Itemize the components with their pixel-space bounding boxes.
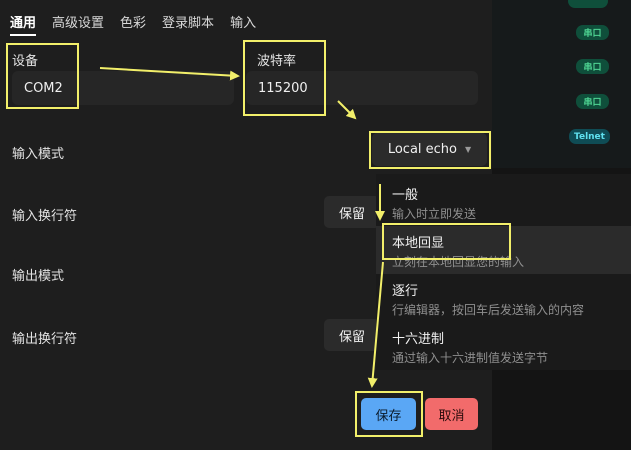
save-highlight-box <box>355 391 423 437</box>
device-select[interactable]: COM2 <box>12 71 234 105</box>
menu-option-title: 十六进制 <box>392 332 445 347</box>
device-highlight-box <box>6 43 79 109</box>
arrow-local-echo-to-save <box>367 261 384 388</box>
tab-colors[interactable]: 色彩 <box>120 16 147 31</box>
input-newline-select[interactable]: 保留 <box>324 196 380 228</box>
tab-login-script[interactable]: 登录脚本 <box>162 16 215 31</box>
input-mode-value: Local echo <box>387 142 457 157</box>
save-button[interactable]: 保存 <box>361 398 416 430</box>
cancel-button[interactable]: 取消 <box>425 398 478 430</box>
menu-option-hex[interactable]: 十六进制 通过输入十六进制值发送字节 <box>376 324 631 370</box>
menu-option-desc: 输入时立即发送 <box>392 207 477 221</box>
tab-input[interactable]: 输入 <box>230 16 257 31</box>
menu-option-title: 本地回显 <box>392 236 445 251</box>
chevron-down-icon: ▼ <box>465 145 472 154</box>
baud-rate-label: 波特率 <box>257 54 297 69</box>
connection-badge-serial-3[interactable]: 串口 <box>576 94 609 109</box>
connection-badge-serial-2[interactable]: 串口 <box>576 59 609 74</box>
device-label: 设备 <box>12 54 39 69</box>
baud-rate-highlight-box <box>243 40 326 116</box>
settings-tabs: 通用 高级设置 色彩 登录脚本 输入 <box>10 10 272 36</box>
menu-option-title: 一般 <box>392 188 419 203</box>
baud-rate-input[interactable]: 115200 <box>246 71 478 105</box>
local-echo-highlight-box <box>382 223 511 260</box>
connection-badge-serial-1[interactable]: 串口 <box>576 25 609 40</box>
input-mode-select[interactable]: Local echo ▼ <box>372 133 487 166</box>
output-newline-select[interactable]: 保留 <box>324 319 380 351</box>
connection-badge-partial <box>568 0 608 8</box>
arrow-device-to-baud <box>99 67 240 81</box>
connection-badge-telnet[interactable]: Telnet <box>569 129 610 144</box>
output-mode-label: 输出模式 <box>12 269 65 284</box>
menu-option-title: 逐行 <box>392 284 419 299</box>
menu-option-desc: 通过输入十六进制值发送字节 <box>392 351 549 365</box>
tab-advanced[interactable]: 高级设置 <box>52 16 105 31</box>
input-mode-highlight-box <box>369 131 491 169</box>
output-newline-label: 输出换行符 <box>12 332 78 347</box>
input-mode-label: 输入模式 <box>12 147 65 162</box>
arrow-baud-to-mode <box>337 100 357 120</box>
menu-option-normal[interactable]: 一般 输入时立即发送 <box>376 178 631 224</box>
menu-option-line[interactable]: 逐行 行编辑器，按回车后发送输入的内容 <box>376 276 631 324</box>
input-newline-label: 输入换行符 <box>12 209 78 224</box>
tab-general[interactable]: 通用 <box>10 10 37 36</box>
menu-option-desc: 行编辑器，按回车后发送输入的内容 <box>392 303 585 317</box>
